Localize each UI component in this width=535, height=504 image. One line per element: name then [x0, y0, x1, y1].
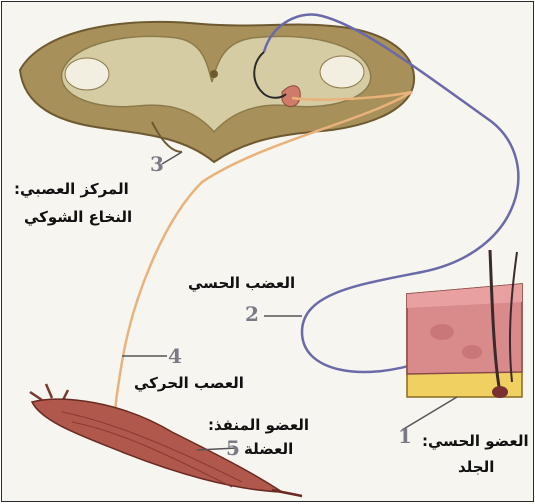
- label-nervous-center-name: النخاع الشوكي: [24, 208, 132, 227]
- number-2: 2: [245, 302, 259, 326]
- label-motor-nerve: العصب الحركي: [134, 374, 244, 393]
- label-sensory-nerve: العضب الحسي: [188, 274, 295, 293]
- number-5: 5: [226, 436, 240, 460]
- number-3: 3: [150, 152, 164, 176]
- spinal-cord-illustration: [20, 22, 414, 162]
- leader-line-3: [162, 152, 182, 164]
- label-effector-name: العضلة: [244, 440, 293, 459]
- label-nervous-center-title: المركز العصبي:: [14, 180, 129, 199]
- label-receptor-title: العضو الحسي:: [422, 432, 529, 451]
- label-effector-title: العضو المنفذ:: [208, 416, 309, 435]
- number-1: 1: [398, 424, 412, 448]
- number-4: 4: [168, 344, 182, 368]
- label-receptor-name: الجلد: [458, 458, 494, 477]
